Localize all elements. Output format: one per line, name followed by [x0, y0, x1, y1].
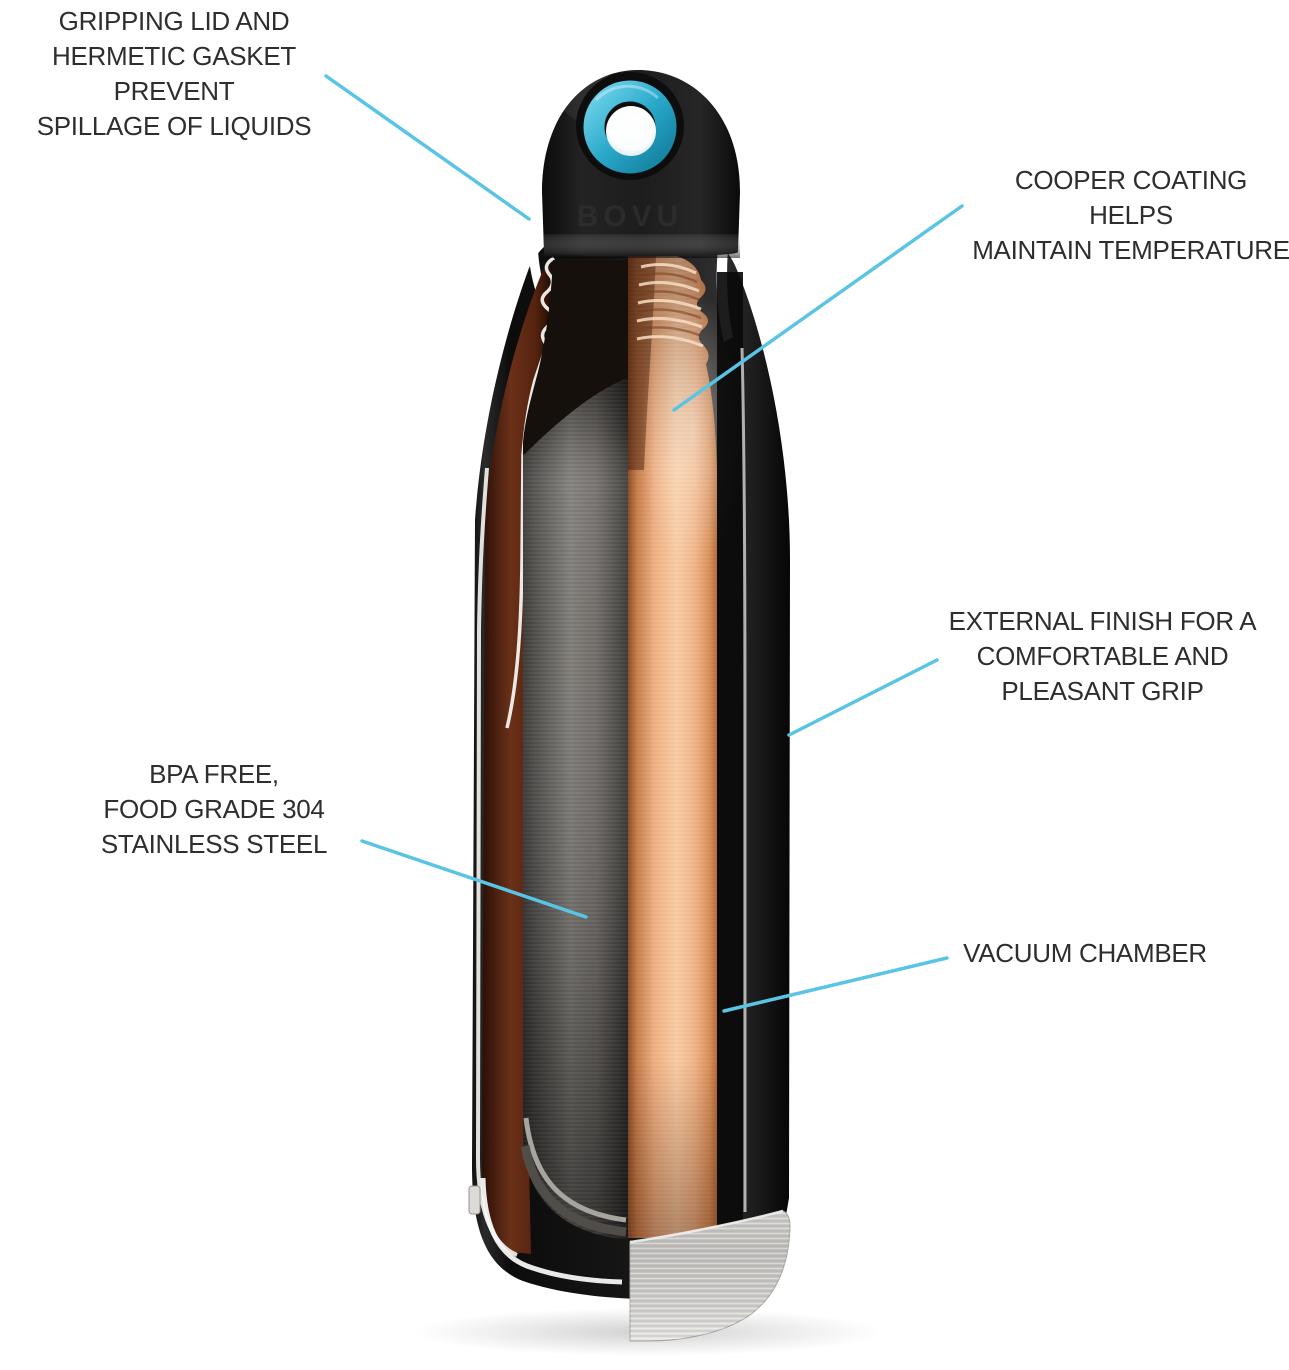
callout-line: VACUUM CHAMBER [963, 938, 1207, 968]
callout-line: COOPER COATING HELPS [1014, 165, 1248, 230]
steel-bottom-dish-shadow [520, 1145, 627, 1237]
stainless-base-brush [630, 1211, 790, 1341]
callout-copper-coating: COOPER COATING HELPS MAINTAIN TEMPERATUR… [972, 163, 1289, 268]
callout-line: COMFORTABLE AND [976, 641, 1229, 671]
callout-line: GRIPPING LID AND [58, 6, 290, 36]
leader-line-vacuum-chamber [722, 956, 949, 1013]
bottom-corner-cut-line [480, 1177, 623, 1285]
vacuum-gap [717, 272, 743, 1238]
copper-brush-texture [628, 254, 717, 1238]
stainless-base-top-edge [629, 1209, 784, 1244]
steel-bottom-dish-rim [523, 1117, 627, 1223]
vacuum-gap-highlight [740, 347, 747, 1212]
leader-line-copper-coating [672, 204, 964, 412]
cap-skirt-shade [544, 234, 740, 258]
callout-stainless-steel: BPA FREE, FOOD GRADE 304 STAINLESS STEEL [58, 757, 370, 862]
callout-gripping-lid: GRIPPING LID AND HERMETIC GASKET PREVENT… [0, 4, 348, 144]
callout-line: BPA FREE, [149, 759, 279, 789]
leader-line-stainless-steel [360, 839, 588, 919]
callout-vacuum-chamber: VACUUM CHAMBER [920, 936, 1250, 971]
cap-ring-teal [583, 80, 677, 174]
outer-wall-cut-face [482, 264, 553, 1254]
callout-external-finish: EXTERNAL FINISH FOR A COMFORTABLE AND PL… [915, 604, 1289, 709]
leader-line-external-finish [787, 658, 939, 737]
callout-line: HERMETIC GASKET PREVENT [52, 41, 296, 106]
mouth-interior [523, 260, 628, 456]
steel-brush-texture [523, 378, 628, 1240]
cap-logo: BOVU [577, 200, 684, 233]
callout-line: MAINTAIN TEMPERATURE [972, 235, 1289, 265]
cap-ring-highlight [594, 84, 660, 102]
callout-line: STAINLESS STEEL [100, 829, 328, 859]
callout-line: PLEASANT GRIP [1001, 676, 1204, 706]
cap-ring-hole [606, 106, 656, 156]
base-cut-tab [468, 1185, 481, 1215]
leader-lines [324, 74, 964, 1013]
callout-line: EXTERNAL FINISH FOR A [948, 606, 1257, 636]
callout-line: FOOD GRADE 304 [103, 794, 325, 824]
leader-line-gripping-lid [324, 74, 531, 221]
callout-line: SPILLAGE OF LIQUIDS [36, 111, 312, 141]
